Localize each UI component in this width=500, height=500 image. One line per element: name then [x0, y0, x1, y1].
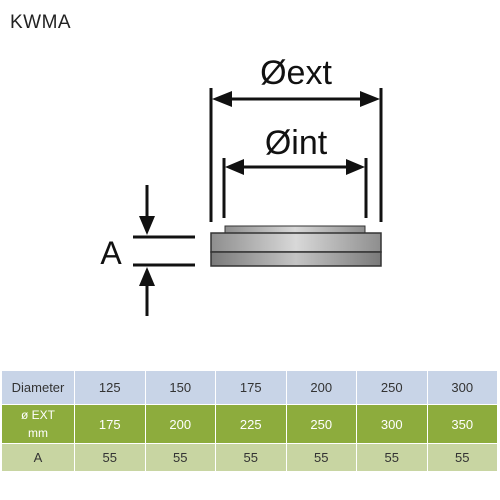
int-arrow-right — [346, 159, 365, 175]
a-arrow-bottom-head — [139, 267, 155, 286]
table-cell: 55 — [215, 443, 287, 472]
int-label: Øint — [265, 124, 328, 162]
row-header-diameter: Diameter — [2, 371, 75, 405]
product-top-lip — [224, 225, 366, 234]
table-row-ext: ø EXT mm 175 200 225 250 300 350 — [2, 404, 498, 444]
table-cell: 55 — [356, 443, 428, 472]
table-cell: 175 — [74, 404, 146, 444]
table-cell: 200 — [286, 371, 357, 405]
a-label: A — [100, 235, 122, 271]
ext-arrow-left — [212, 91, 232, 107]
table-row-diameter: Diameter 125 150 175 200 250 300 — [2, 371, 498, 405]
dimension-drawing: Øext Øint A — [100, 54, 383, 316]
ext-arrow-right — [360, 91, 380, 107]
table-cell: 250 — [286, 404, 357, 444]
row-header-ext: ø EXT mm — [2, 404, 75, 444]
table-cell: 300 — [427, 371, 498, 405]
table-cell: 300 — [356, 404, 428, 444]
int-arrow-left — [225, 159, 244, 175]
page-title: KWMA — [10, 12, 72, 33]
table-cell: 55 — [145, 443, 216, 472]
table-row-a: A 55 55 55 55 55 55 — [2, 443, 498, 472]
table-cell: 55 — [427, 443, 498, 472]
row-header-ext-line1: ø EXT — [20, 408, 55, 422]
a-arrow-top-head — [139, 216, 155, 235]
table-cell: 125 — [74, 371, 146, 405]
row-header-ext-line2: mm — [28, 426, 48, 440]
table-cell: 350 — [427, 404, 498, 444]
table-cell: 55 — [74, 443, 146, 472]
table-cell: 200 — [145, 404, 216, 444]
table-cell: 175 — [215, 371, 287, 405]
table-cell: 225 — [215, 404, 287, 444]
table-cell: 55 — [286, 443, 357, 472]
table-cell: 150 — [145, 371, 216, 405]
product-lower-band — [210, 251, 382, 267]
ext-label: Øext — [260, 54, 332, 92]
spec-table: Diameter 125 150 175 200 250 300 ø EXT m… — [2, 371, 498, 472]
table-cell: 250 — [356, 371, 428, 405]
product-upper-band — [210, 232, 382, 253]
row-header-a: A — [2, 443, 75, 472]
